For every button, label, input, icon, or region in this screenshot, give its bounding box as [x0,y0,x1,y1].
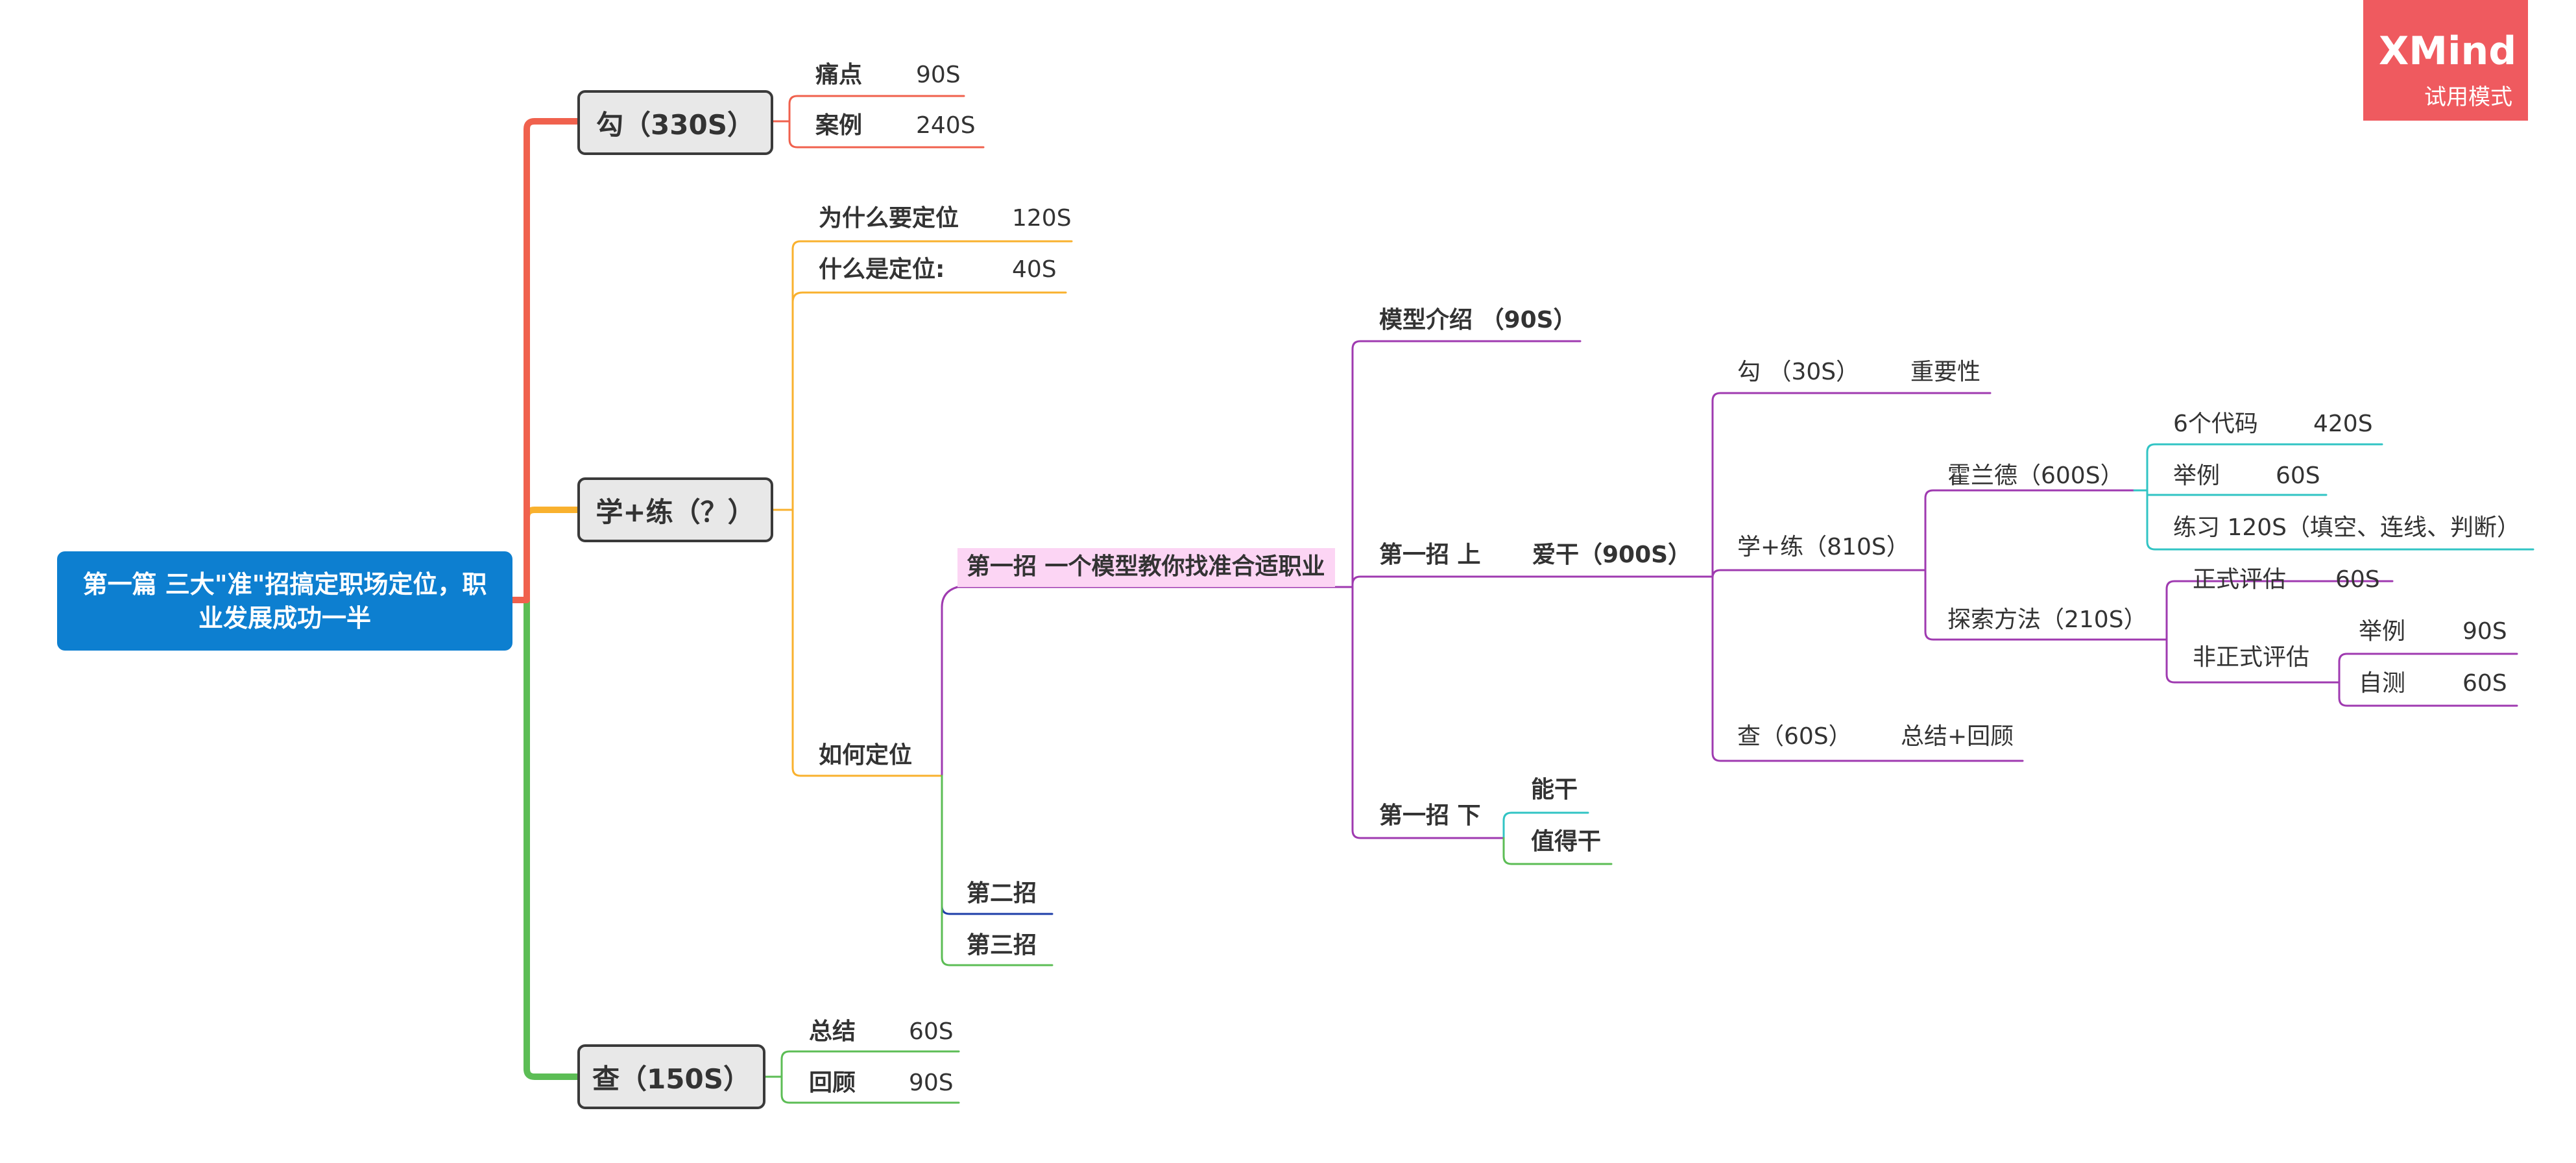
branch-red [509,118,581,603]
subtopic-tongdian-time[interactable]: 90S [916,62,961,88]
subtopic-why-position-time[interactable]: 120S [1012,205,1072,232]
subtopic-holland-example-time[interactable]: 60S [2276,462,2320,489]
subtopic-move1-lower[interactable]: 第一招 下 [1379,802,1481,829]
subtopic-formal-eval-time[interactable]: 60S [2335,566,2380,593]
subtopic-aigan-xuelian[interactable]: 学+练（810S） [1737,534,1910,560]
topic-move3[interactable]: 第三招 [967,932,1037,959]
branch-orange [509,507,581,603]
subtopic-tongdian[interactable]: 痛点 [815,62,863,88]
root-topic-line1: 第一篇 三大"准"招搞定职场定位，职 [82,570,487,599]
trial-mode-label: 试用模式 [2424,84,2512,110]
subtopic-why-position[interactable]: 为什么要定位 [819,205,959,232]
subtopic-aigan-gou[interactable]: 勾 （30S） [1737,359,1860,385]
subtopic-six-codes[interactable]: 6个代码 [2173,411,2258,437]
subtopic-summary-review[interactable]: 总结+回顾 [1901,723,2014,750]
subtopic-anli[interactable]: 案例 [815,112,863,139]
subtopic-how-position[interactable]: 如何定位 [819,742,913,769]
subtopic-move1-upper[interactable]: 第一招 上 [1379,542,1481,568]
subtopic-importance[interactable]: 重要性 [1910,359,1981,385]
xmind-trial-badge[interactable]: XMind 试用模式 [2363,0,2528,121]
topic-cha-label: 查（150S） [592,1062,751,1095]
subtopic-informal-example-time[interactable]: 90S [2462,618,2507,645]
topic-xuelian[interactable]: 学+练（？） [577,477,773,542]
subtopic-informal-eval[interactable]: 非正式评估 [2193,644,2310,671]
subtopic-selftest-time[interactable]: 60S [2462,670,2507,697]
topic-gou-label: 勾（330S） [596,108,754,141]
subtopic-model-intro[interactable]: 模型介绍 （90S） [1379,307,1577,333]
subtopic-huigu[interactable]: 回顾 [809,1070,856,1096]
subtopic-aigan-cha[interactable]: 查（60S） [1737,723,1852,750]
subtopic-huigu-time[interactable]: 90S [909,1070,954,1096]
subtopic-six-codes-time[interactable]: 420S [2313,411,2373,437]
subtopic-zhidegan[interactable]: 值得干 [1531,828,1602,855]
subtopic-holland[interactable]: 霍兰德（600S） [1947,462,2124,489]
topic-xuelian-label: 学+练（？） [596,496,755,528]
subtopic-aigan[interactable]: 爱干（900S） [1532,542,1692,568]
branch-green [509,597,581,1080]
topic-move2[interactable]: 第二招 [967,880,1037,907]
highlight-move1 [957,548,1335,587]
subtopic-zongjie-time[interactable]: 60S [909,1018,954,1045]
subtopic-selftest[interactable]: 自测 [2359,670,2406,697]
subtopic-holland-example[interactable]: 举例 [2173,462,2221,489]
subtopic-nenggan[interactable]: 能干 [1531,776,1578,803]
topic-move1[interactable]: 第一招 一个模型教你找准合适职业 [967,553,1325,580]
subtopic-zongjie[interactable]: 总结 [809,1018,856,1045]
subtopic-what-position[interactable]: 什么是定位: [819,256,945,283]
subtopic-what-position-time[interactable]: 40S [1012,256,1057,283]
topic-gou[interactable]: 勾（330S） [577,90,773,155]
subtopic-informal-example[interactable]: 举例 [2359,618,2406,645]
subtopic-explore[interactable]: 探索方法（210S） [1947,606,2147,633]
root-topic-line2: 业发展成功一半 [198,603,371,632]
root-topic[interactable]: 第一篇 三大"准"招搞定职场定位，职 业发展成功一半 [57,551,512,651]
topic-cha[interactable]: 查（150S） [577,1044,765,1109]
subtopic-formal-eval[interactable]: 正式评估 [2193,566,2287,593]
subtopic-practice[interactable]: 练习 120S（填空、连线、判断） [2173,514,2521,541]
xmind-logo-text: XMind [2379,29,2517,74]
subtopic-anli-time[interactable]: 240S [916,112,976,139]
